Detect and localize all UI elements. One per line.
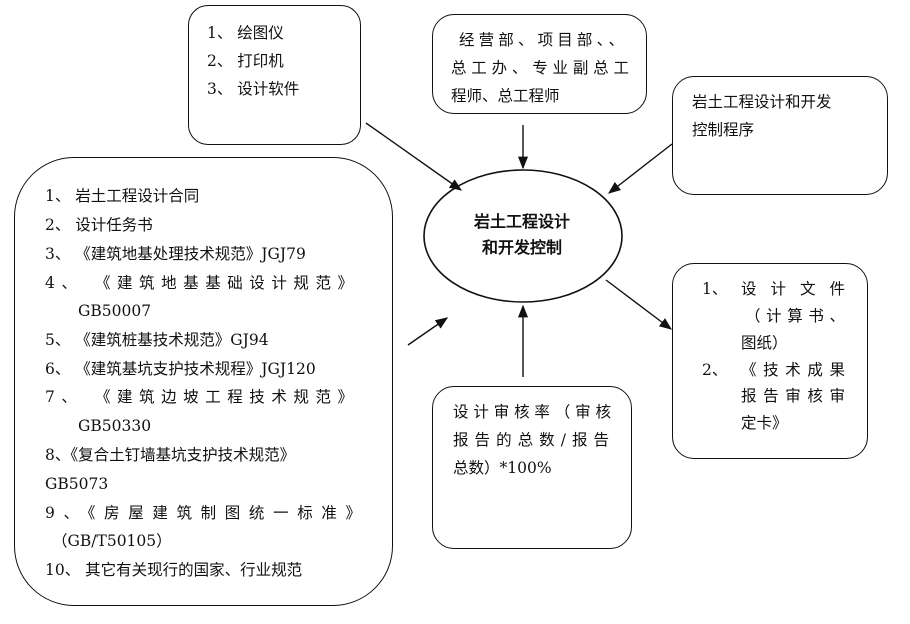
output-item: 报告审核审 [741,387,845,405]
output-item: 《技术成果 [741,361,845,379]
input-item: 8、《复合土钉墙基坑支护技术规范》 [45,446,296,464]
tools-item: 3、 设计软件 [207,80,300,98]
output-number: 2、 [702,361,728,379]
input-item: 1、 岩土工程设计合同 [45,187,200,205]
procedure-line: 控制程序 [692,121,755,139]
output-item: 定卡》 [741,414,788,432]
output-item: （计算书、 [745,307,845,325]
input-item: 6、 《建筑基坑支护技术规程》JGJ120 [45,360,316,378]
procedure-box [672,76,888,195]
input-item: 3、 《建筑地基处理技术规范》JGJ79 [45,245,306,263]
center-title: 岩土工程设计 和开发控制 [440,209,604,261]
departments-line: 程师、总工程师 [451,87,560,105]
input-item: 2、 设计任务书 [45,216,153,234]
inputs-box [14,157,393,606]
departments-box [432,14,647,114]
input-item: GB50330 [78,417,152,435]
input-item: 10、 其它有关现行的国家、行业规范 [45,561,303,579]
tools-box [188,5,361,145]
departments-line: 总工办、专业副总工 [451,59,629,77]
departments-line: 经营部、项目部、、 [459,31,624,49]
output-item: 图纸） [741,334,788,352]
output-item: 设 计 文 件 [741,280,845,298]
metric-line: 报告的总数/报告 [453,431,609,449]
input-item: 4、 《建筑地基基础设计规范》 [45,274,353,292]
arrow-inputs-to-center [407,317,449,346]
arrow-tools-to-center [365,122,463,191]
metric-line: 设计审核率（审核 [453,403,611,421]
input-item: 7、 《建筑边坡工程技术规范》 [45,388,353,406]
center-title-line: 和开发控制 [481,238,562,257]
metric-line: 总数）*100% [453,459,552,477]
metric-box [432,386,632,549]
procedure-line: 岩土工程设计和开发 [692,93,832,111]
input-item: 9、《房屋建筑制图统一标准》 [45,504,361,522]
input-item: GB5073 [45,475,109,493]
input-item: （GB/T50105） [52,532,172,550]
center-title-line: 岩土工程设计 [473,212,570,231]
input-item: GB50007 [78,302,152,320]
center-ellipse [423,169,623,303]
arrow-center-to-outputs [605,279,673,330]
outputs-box [672,263,868,459]
output-number: 1、 [702,280,728,298]
arrow-procedure-to-center [608,143,673,194]
tools-item: 2、 打印机 [207,52,284,70]
tools-item: 1、 绘图仪 [207,24,284,42]
input-item: 5、 《建筑桩基技术规范》GJ94 [45,331,269,349]
